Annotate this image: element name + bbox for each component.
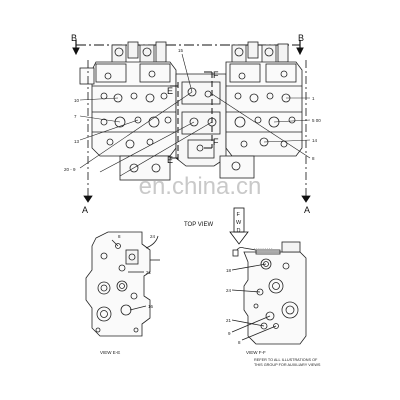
section-line-ee xyxy=(170,82,179,160)
callout-top-5-00: 5 00 xyxy=(312,118,321,123)
section-label-a-right: A xyxy=(304,205,310,215)
fwd-letter-w: W xyxy=(236,220,242,226)
callout-view-f-18: 18 xyxy=(226,268,232,273)
callout-top-8: 8 xyxy=(312,156,315,161)
watermark-text: en.china.cn xyxy=(139,173,262,200)
section-label-b-right: B xyxy=(298,33,304,43)
callout-view-e-24: 24 xyxy=(150,234,156,239)
callout-view-f-8: 8 xyxy=(238,340,241,345)
section-label-e-lower: E xyxy=(167,155,173,165)
section-label-b-left: B xyxy=(71,33,77,43)
callout-top-20-9: 20 - 9 xyxy=(64,167,76,172)
section-label-a-left: A xyxy=(82,205,88,215)
callout-view-f-21: 21 xyxy=(226,318,232,323)
section-label-f-lower: F xyxy=(213,137,219,147)
view-ee-title: VIEW E-E xyxy=(100,350,120,355)
reference-note-line-1: REFER TO ALL ILLUSTRATIONS OF xyxy=(254,358,318,362)
reference-note-line-2: THIS GROUP FOR AUXILIARY VIEWS xyxy=(254,363,321,367)
callout-view-e-16: 16 xyxy=(148,304,154,309)
callout-view-e-21: 21 xyxy=(146,270,152,275)
callout-top-14: 14 xyxy=(312,138,318,143)
callout-top-7: 7 xyxy=(74,114,77,119)
forward-arrow-icon xyxy=(229,207,249,245)
callout-top-13: 13 xyxy=(74,139,80,144)
leader-lines-top xyxy=(79,53,311,177)
valve-assembly-top-view xyxy=(79,41,303,181)
section-line-aa xyxy=(83,60,311,203)
top-view-title: TOP VIEW xyxy=(184,222,213,228)
section-line-ff xyxy=(204,71,213,149)
callout-view-f-9: 9 xyxy=(228,331,231,336)
callout-view-e-8: 8 xyxy=(118,234,121,239)
view-ee-drawing xyxy=(85,231,160,337)
section-label-f-upper: F xyxy=(213,70,219,80)
callout-top-15: 15 xyxy=(178,48,184,53)
section-label-e-upper: E xyxy=(167,86,173,96)
view-ff-title: VIEW F-F xyxy=(246,350,266,355)
fwd-letter-f: F xyxy=(237,212,241,218)
view-ff-small-label: - - - - - - - - - xyxy=(254,246,273,250)
callout-view-f-24: 24 xyxy=(226,288,232,293)
callout-top-10: 10 xyxy=(74,98,80,103)
callout-top-1: 1 xyxy=(312,96,315,101)
fwd-letter-d: D xyxy=(237,228,241,234)
view-ff-drawing xyxy=(231,241,307,345)
